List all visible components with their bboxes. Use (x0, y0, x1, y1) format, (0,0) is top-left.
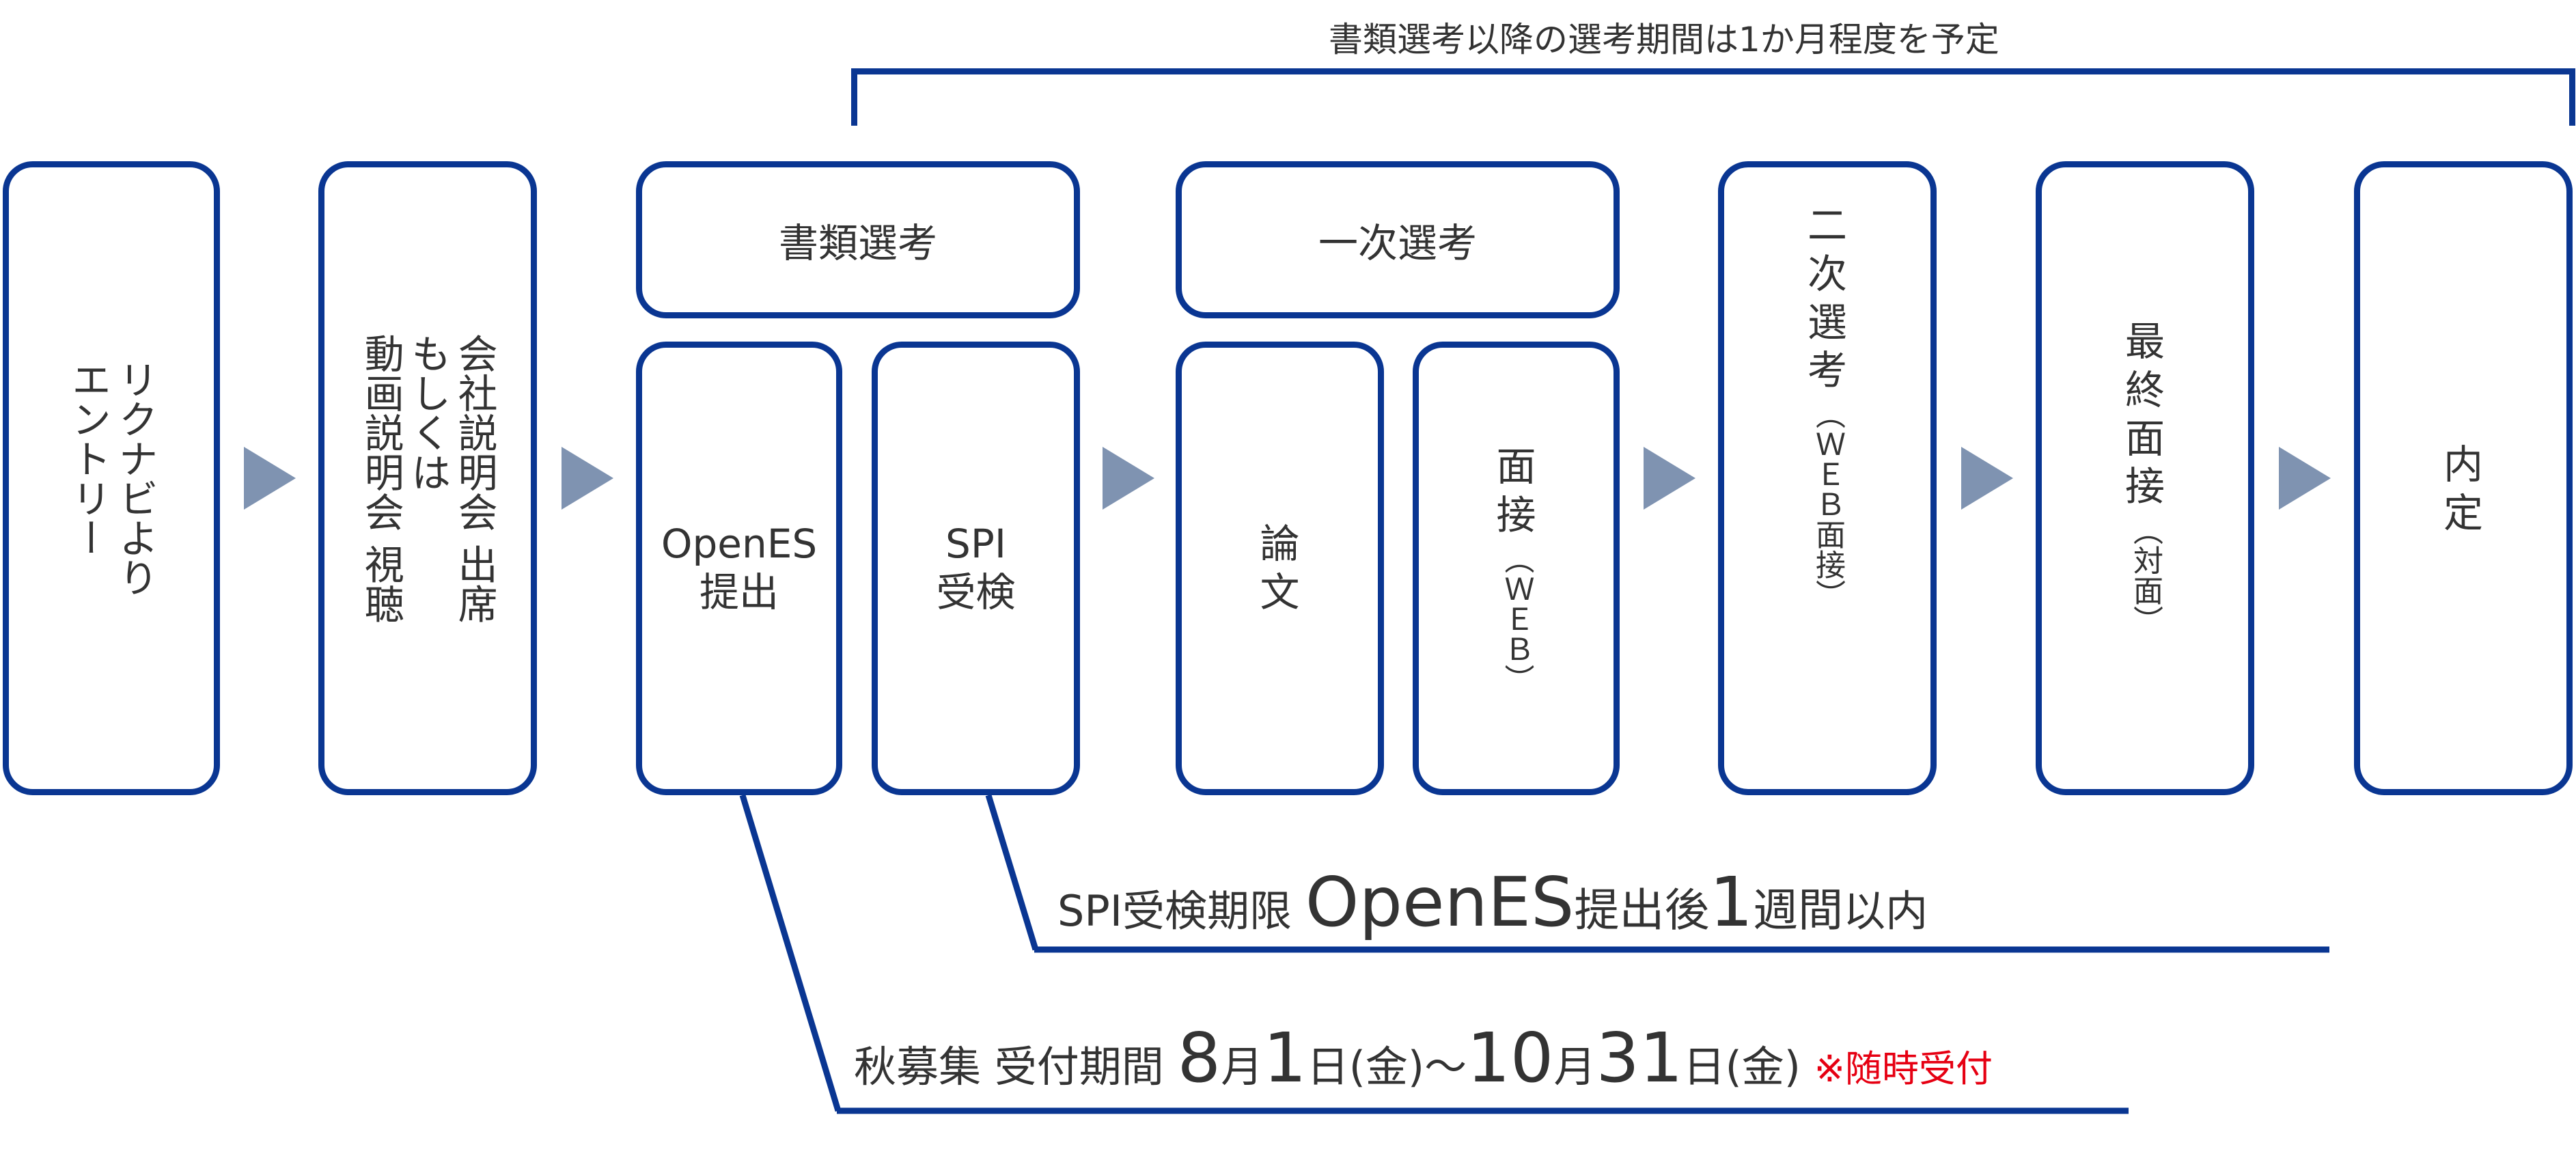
spi-deadline-suffix: 以内 (1843, 886, 1928, 936)
autumn-end-day-unit: 日(金) (1682, 1042, 1801, 1092)
bracket-right-leg (2569, 68, 2575, 126)
step-spi: SPI 受検 (872, 342, 1080, 795)
arrow-right-icon (1103, 447, 1154, 510)
step-entry-label: リクナビより エントリー (65, 359, 158, 597)
autumn-start-day: 1 (1263, 1018, 1307, 1098)
arrow-right-icon (244, 447, 296, 510)
step-essay: 論 文 (1176, 342, 1384, 795)
autumn-start-month-unit: 月 (1221, 1042, 1264, 1092)
spi-callout-diagonal (985, 794, 1039, 951)
step-spi-label: SPI 受検 (936, 521, 1016, 616)
autumn-end-day: 31 (1596, 1018, 1683, 1098)
step-second-selection-label: 二 次 選 考 (1807, 202, 1847, 394)
step-second-selection-sub: （ＷＥＢ面接） (1810, 399, 1845, 609)
spi-deadline-unit: 週間 (1753, 884, 1844, 937)
step-openes: OpenES 提出 (636, 342, 842, 795)
selection-period-note: 書類選考以降の選考期間は1か月程度を予定 (1329, 20, 1999, 59)
step-interview-web: 面 接 （ＷＥＢ） (1413, 342, 1620, 795)
group-document-screening-label: 書類選考 (778, 220, 937, 266)
group-first-selection-label: 一次選考 (1318, 220, 1477, 266)
autumn-start-day-unit: 日(金)～ (1306, 1042, 1467, 1092)
spi-deadline-note: SPI受検期限 OpenES提出後1週間以内 (1057, 862, 1928, 942)
step-offer: 内 定 (2354, 161, 2573, 795)
arrow-right-icon (1644, 447, 1695, 510)
step-final-interview: 最 終 面 接 （対面） (2036, 161, 2254, 795)
arrow-right-icon (562, 447, 613, 510)
step-second-selection: 二 次 選 考 （ＷＥＢ面接） (1718, 161, 1937, 795)
step-openes-label: OpenES 提出 (661, 521, 818, 616)
step-seminar-label: 会社説明会 出席 もしくは 動画説明会 視聴 (357, 333, 498, 624)
step-essay-label: 論 文 (1260, 521, 1300, 616)
autumn-period-note: 秋募集 受付期間 8月1日(金)～10月31日(金) ※随時受付 (854, 1018, 1993, 1098)
step-entry: リクナビより エントリー (3, 161, 220, 795)
step-final-interview-label: 最 終 面 接 (2124, 318, 2165, 510)
autumn-start-month: 8 (1177, 1018, 1221, 1098)
spi-deadline-prefix: SPI受検期限 (1057, 886, 1292, 936)
autumn-end-month: 10 (1467, 1018, 1554, 1098)
step-offer-label: 内 定 (2443, 441, 2483, 536)
arrow-right-icon (1961, 447, 2013, 510)
arrow-right-icon (2279, 447, 2331, 510)
bracket-left-leg (851, 68, 857, 126)
group-first-selection: 一次選考 (1176, 161, 1620, 318)
autumn-end-month-unit: 月 (1553, 1042, 1596, 1092)
step-seminar: 会社説明会 出席 もしくは 動画説明会 視聴 (318, 161, 537, 795)
spi-deadline-highlight: OpenES (1305, 862, 1575, 942)
spi-deadline-mid: 提出後 (1574, 884, 1710, 937)
bracket-top-line (851, 68, 2575, 74)
step-interview-web-label: 面 接 (1496, 443, 1536, 538)
autumn-period-rolling-note: ※随時受付 (1814, 1047, 1993, 1090)
autumn-period-label: 秋募集 受付期間 (854, 1042, 1164, 1092)
spi-deadline-number: 1 (1709, 862, 1754, 942)
step-final-interview-sub: （対面） (2127, 515, 2163, 635)
autumn-callout-diagonal (739, 794, 842, 1112)
group-document-screening: 書類選考 (636, 161, 1080, 318)
step-interview-web-sub: （ＷＥＢ） (1499, 543, 1534, 694)
